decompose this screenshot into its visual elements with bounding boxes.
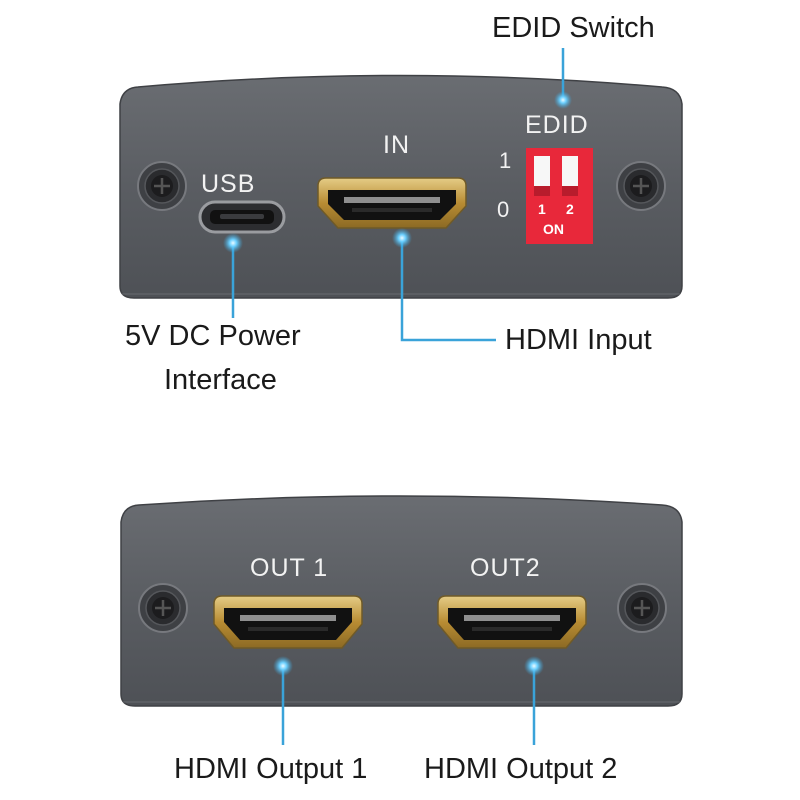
hdmi-output-1-callout: HDMI Output 1 xyxy=(174,753,368,785)
hdmi-input-callout: HDMI Input xyxy=(505,324,652,356)
screw-icon xyxy=(617,583,667,633)
power-callout-line1: 5V DC Power xyxy=(125,320,301,352)
out2-label: OUT2 xyxy=(470,554,541,582)
callout-lines xyxy=(231,48,565,745)
callout-dot xyxy=(273,656,293,676)
power-callout-line2: Interface xyxy=(164,364,277,396)
bottom-panel xyxy=(120,495,683,707)
usb-label: USB xyxy=(201,170,256,198)
callout-dot xyxy=(223,233,243,253)
callout-line-hdmi-input xyxy=(400,238,496,342)
switch-position-0: 0 xyxy=(497,197,510,222)
dip-on-label: ON xyxy=(543,221,564,237)
hdmi-port-icon xyxy=(437,595,587,649)
callout-dot xyxy=(554,91,572,109)
callout-dot xyxy=(392,228,412,248)
screw-icon xyxy=(138,583,188,633)
dip-number-1: 1 xyxy=(538,201,546,217)
hdmi-port-icon xyxy=(317,177,467,229)
hdmi-output-2-callout: HDMI Output 2 xyxy=(424,753,618,785)
callout-dots xyxy=(223,91,572,676)
out1-label: OUT 1 xyxy=(250,554,329,582)
micro-usb-port-icon xyxy=(198,200,286,234)
screw-icon xyxy=(616,161,666,211)
screw-icon xyxy=(137,161,187,211)
dip-switch-icon xyxy=(526,148,593,244)
in-label: IN xyxy=(383,131,410,159)
hdmi-port-icon xyxy=(213,595,363,649)
edid-label: EDID xyxy=(525,111,589,139)
switch-position-1: 1 xyxy=(499,148,512,173)
dip-number-2: 2 xyxy=(566,201,574,217)
edid-switch-callout: EDID Switch xyxy=(492,12,655,44)
callout-dot xyxy=(524,656,544,676)
